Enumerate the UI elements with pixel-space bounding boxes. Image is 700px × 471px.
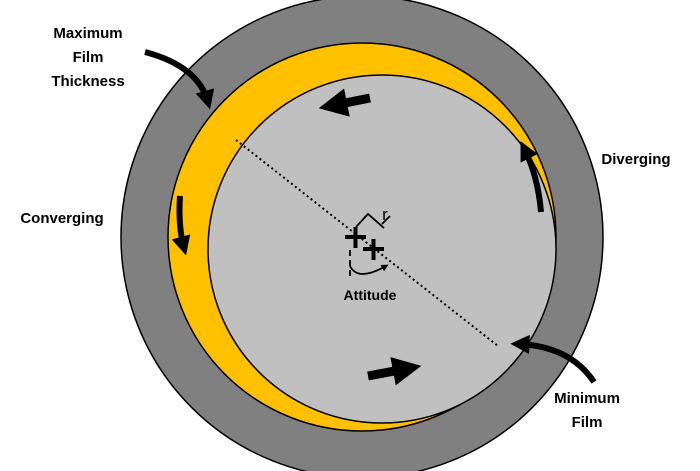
diverging-label: Diverging	[601, 151, 670, 168]
flow-arrow-left-icon	[171, 195, 191, 256]
radius-dimension-mark	[355, 212, 385, 229]
converging-label: Converging	[20, 210, 103, 227]
radius-label: r	[382, 205, 388, 224]
rotation-arrow-top-icon	[318, 88, 371, 117]
bearing-center-cross-icon	[345, 227, 366, 248]
rotation-arrow-bottom-icon	[367, 357, 422, 386]
line-of-centers	[235, 139, 499, 347]
min-film-label-line2: Film	[572, 414, 603, 431]
flow-arrow-right-icon	[520, 141, 544, 213]
min-film-callout-arrow-icon	[510, 334, 597, 384]
min-film-label-line1: Minimum	[554, 390, 620, 407]
attitude-label: Attitude	[344, 287, 397, 303]
max-film-label-line1: Maximum	[53, 25, 122, 42]
journal-center-cross-icon	[363, 239, 384, 260]
attitude-arc-icon	[349, 264, 389, 275]
max-film-label-line3: Thickness	[51, 73, 124, 90]
max-film-label-line2: Film	[73, 49, 104, 66]
max-film-callout-arrow-icon	[144, 49, 215, 110]
radius-tick	[381, 215, 391, 225]
